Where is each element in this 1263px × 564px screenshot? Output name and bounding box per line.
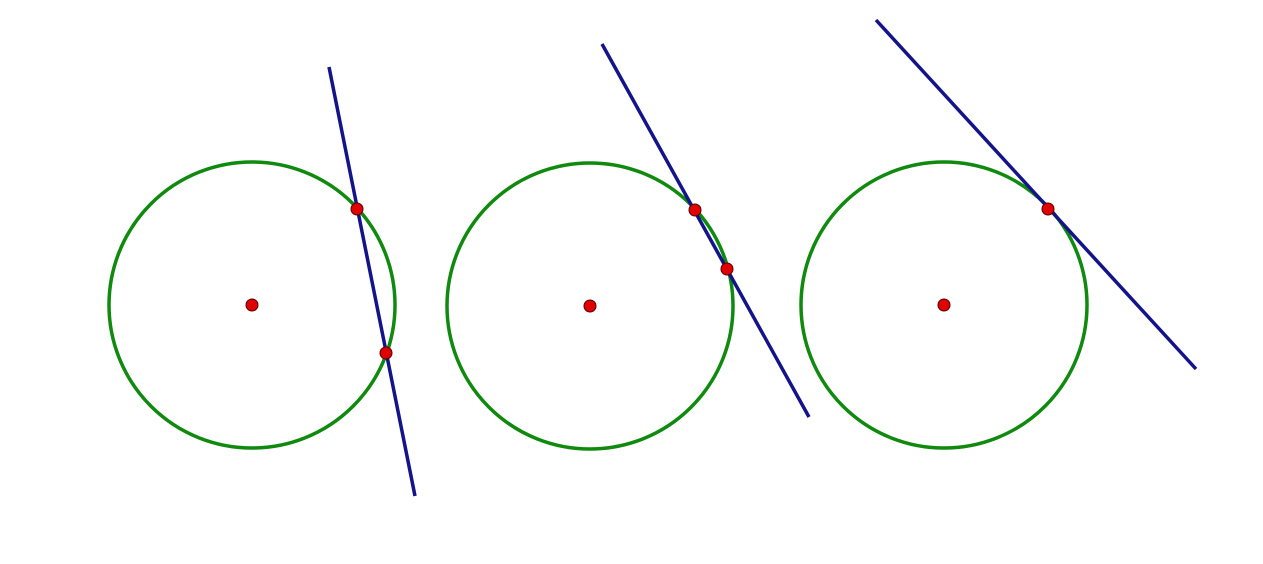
circle <box>799 160 1089 450</box>
panel-tangent <box>799 18 1198 450</box>
secant-line <box>600 43 811 418</box>
circle <box>107 160 397 450</box>
center-point <box>245 298 259 312</box>
panel-secant-1 <box>107 66 417 497</box>
intersection-point <box>350 202 364 216</box>
center-point <box>937 298 951 312</box>
tangent-point <box>1041 202 1055 216</box>
secant-line <box>327 66 417 497</box>
intersection-point <box>379 346 393 360</box>
tangent-line <box>874 18 1198 371</box>
center-point <box>583 299 597 313</box>
panel-secant-2 <box>445 43 811 451</box>
intersection-point <box>688 203 702 217</box>
intersection-point <box>720 262 734 276</box>
circle <box>445 161 735 451</box>
